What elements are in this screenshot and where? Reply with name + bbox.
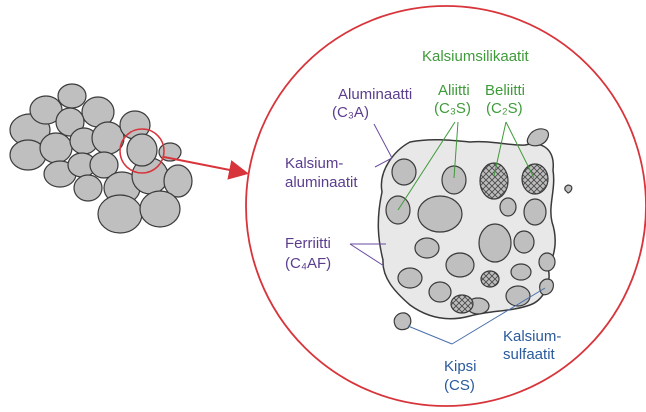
ferrite-leader-2 <box>350 244 384 266</box>
alite-grain <box>442 166 466 194</box>
gypsum-name: Kipsi <box>444 358 477 375</box>
cement-grain-cluster <box>10 84 192 233</box>
clinker-grain <box>506 286 530 306</box>
clinker-grain <box>446 253 474 277</box>
gypsum-leader-1 <box>408 326 452 344</box>
clinker-grain <box>398 268 422 288</box>
cement-grain <box>58 84 86 108</box>
belite-grain <box>451 295 473 313</box>
belite-formula: (C₂S) <box>486 100 523 117</box>
clinker-grain <box>514 231 534 253</box>
calcium-aluminates-line1: Kalsium- <box>285 155 343 172</box>
calcium-aluminates-line2: aluminaatit <box>285 174 358 191</box>
cement-grain <box>40 133 72 163</box>
aluminate-name: Aluminaatti <box>338 86 412 103</box>
clinker-grain <box>511 264 531 280</box>
alite-name: Aliitti <box>438 82 470 99</box>
cement-grain <box>74 175 102 201</box>
clinker-grain <box>415 238 439 258</box>
aluminate-grain <box>392 159 416 185</box>
silicates-heading: Kalsiumsilikaatit <box>422 48 529 65</box>
belite-grain <box>480 163 508 199</box>
belite-grain <box>522 164 548 194</box>
belite-name: Beliitti <box>485 82 525 99</box>
gypsum-formula: (CS) <box>444 377 475 394</box>
clinker-grain <box>418 196 462 232</box>
clinker-grain <box>429 282 451 302</box>
belite-grain <box>481 271 499 287</box>
calcium-sulfates-line1: Kalsium- <box>503 328 561 345</box>
clinker-grain <box>524 199 546 225</box>
gypsum-particle <box>565 185 572 193</box>
aluminate-formula: (C₃A) <box>332 104 369 121</box>
clinker-grain <box>479 224 511 262</box>
cement-grain <box>92 122 124 154</box>
ferrite-formula: (C₄AF) <box>285 255 331 272</box>
gypsum-particle <box>540 279 554 295</box>
clinker-grain <box>500 198 516 216</box>
cement-grain <box>140 191 180 227</box>
calcium-sulfates-line2: sulfaatit <box>503 346 555 363</box>
aluminate-leader <box>374 124 392 158</box>
gypsum-particle <box>527 129 548 146</box>
ferrite-name: Ferriitti <box>285 235 331 252</box>
clinker-grain <box>539 253 555 271</box>
alite-formula: (C₃S) <box>434 100 471 117</box>
gypsum-particle <box>394 313 411 330</box>
cement-grain <box>127 134 157 166</box>
cement-grain <box>98 195 142 233</box>
